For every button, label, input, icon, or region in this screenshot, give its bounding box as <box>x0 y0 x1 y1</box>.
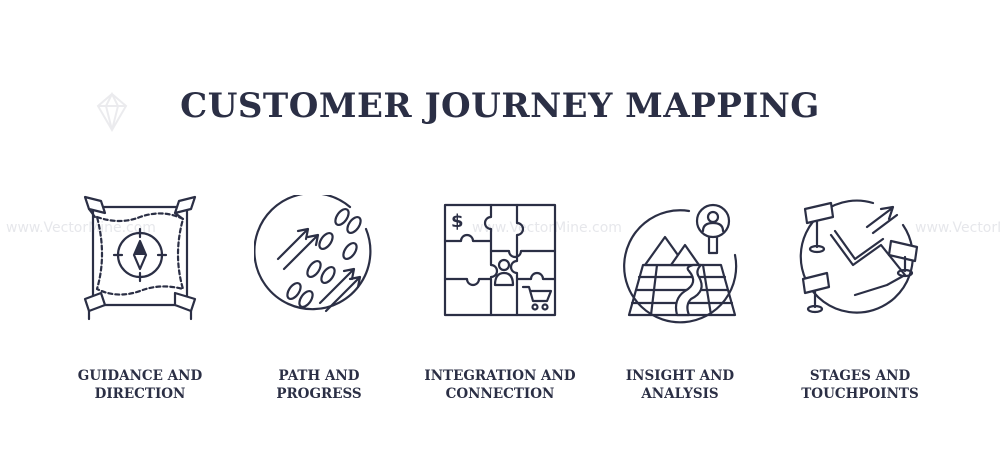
watermark-text: www.VectorMine.com <box>915 220 1000 236</box>
svg-text:$: $ <box>451 211 464 232</box>
page-title: CUSTOMER JOURNEY MAPPING <box>180 86 820 126</box>
watermark-text: www.VectorMine.com <box>6 220 156 236</box>
pyramid-map-icon <box>623 203 738 324</box>
watermark-logo-icon <box>96 92 128 132</box>
puzzle-icon: $ <box>443 203 557 317</box>
footsteps-arrows-icon <box>254 195 372 313</box>
watermark-text: www.VectorMine.com <box>472 220 622 236</box>
route-flags-icon <box>799 199 919 314</box>
compass-map-icon <box>83 195 197 321</box>
